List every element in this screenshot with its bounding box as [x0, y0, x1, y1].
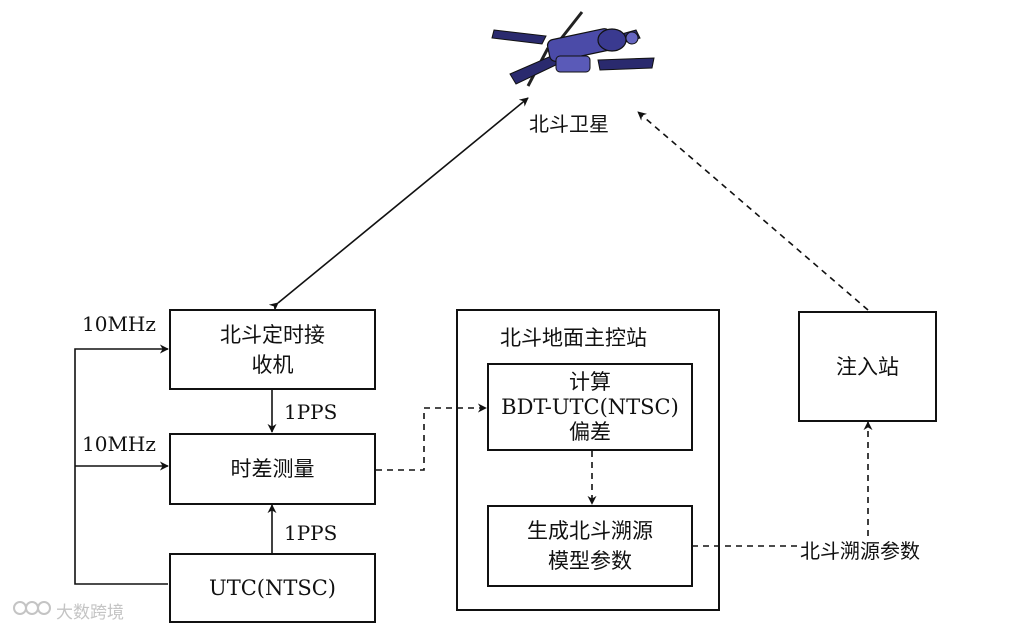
compute-box: 计算 BDT-UTC(NTSC) 偏差 [487, 363, 693, 451]
master-station-box [456, 309, 720, 611]
receiver-line2: 收机 [251, 352, 294, 377]
receiver-line1: 北斗定时接 [220, 322, 325, 347]
utc-label: UTC(NTSC) [209, 576, 336, 600]
watermark-text: 大数跨境 [56, 603, 124, 623]
satellite-link-line [268, 97, 529, 312]
trace-params-label: 北斗溯源参数 [800, 539, 920, 563]
watermark-logo-icon [12, 598, 52, 623]
measure-label: 时差测量 [230, 457, 315, 481]
pps-label-bottom: 1PPS [284, 521, 338, 545]
pps-label-top: 1PPS [284, 400, 338, 424]
tenmhz-label-mid: 10MHz [82, 432, 156, 456]
model-line2: 模型参数 [548, 549, 632, 573]
utc-box: UTC(NTSC) [169, 553, 376, 623]
model-box: 生成北斗溯源 模型参数 [487, 505, 693, 587]
measure-to-compute-line [376, 403, 487, 471]
injection-label: 注入站 [836, 354, 899, 379]
compute-line3: 偏差 [569, 419, 611, 444]
satellite-label: 北斗卫星 [529, 112, 609, 136]
model-line1: 生成北斗溯源 [527, 519, 653, 543]
uplink-dashed-line [637, 111, 869, 311]
measure-box: 时差测量 [169, 433, 376, 505]
receiver-box: 北斗定时接 收机 [169, 309, 376, 390]
watermark: 大数跨境 [12, 598, 124, 623]
injection-box: 注入站 [798, 311, 937, 422]
satellite-icon [491, 11, 655, 87]
tenmhz-label-top: 10MHz [82, 312, 156, 336]
compute-line1: 计算 [569, 369, 611, 394]
compute-line2: BDT-UTC(NTSC) [501, 394, 679, 419]
master-station-title: 北斗地面主控站 [500, 326, 647, 350]
